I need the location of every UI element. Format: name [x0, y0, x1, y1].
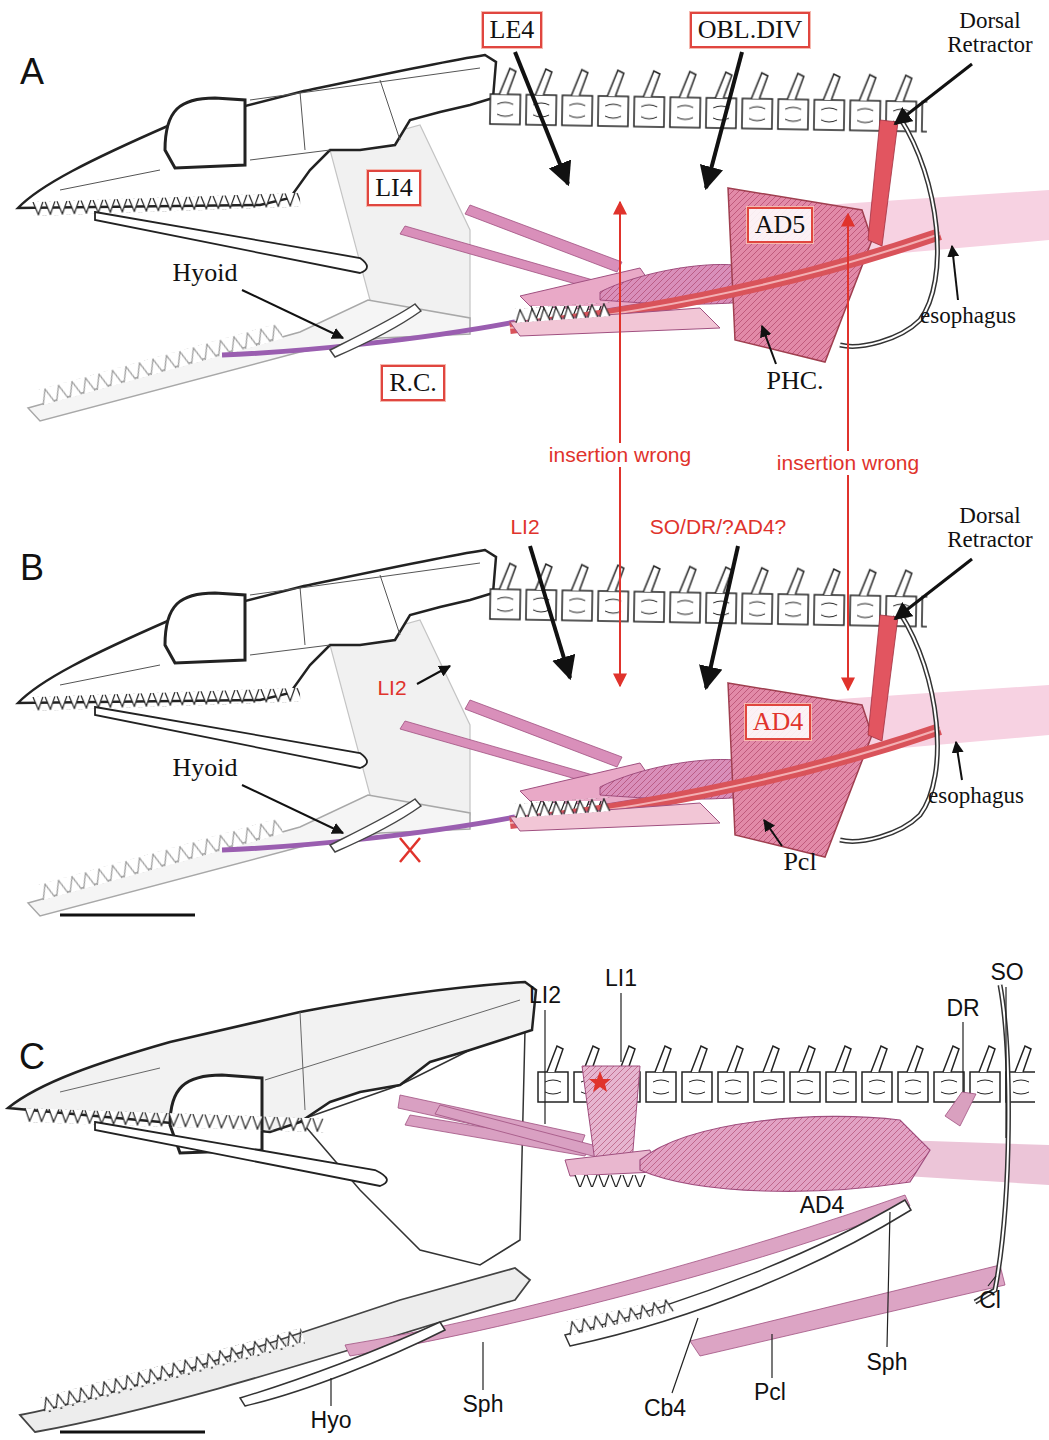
cleithrum [975, 985, 1008, 1302]
part-label: esophagus [928, 783, 1024, 809]
pharyngocleithralis-muscle [690, 1265, 1005, 1356]
part-label: esophagus [920, 303, 1016, 329]
part-label: AD4 [800, 1192, 845, 1218]
scale-bar [60, 914, 195, 917]
cleithrum-core [975, 985, 1008, 1302]
part-label: LI1 [605, 965, 637, 991]
skull-sutures [60, 1000, 520, 1110]
levator-internus-1 [582, 1066, 640, 1162]
leader-arrow [895, 559, 972, 619]
part-label: Hyoid [173, 258, 238, 288]
label-box: AD4 [745, 704, 812, 741]
part-label: A [20, 51, 44, 92]
leader-arrow [956, 742, 962, 780]
part-label: SO/DR/?AD4? [650, 515, 787, 539]
part-label: Hyoid [173, 753, 238, 783]
label-box: OBL.DIV [690, 12, 811, 49]
box-label: R.C. [389, 367, 437, 400]
leader-arrow [417, 666, 450, 684]
muscle-fibers [640, 1116, 930, 1191]
part-label: insertion wrong [546, 443, 694, 467]
label-box: R.C. [381, 365, 445, 402]
part-label: insertion wrong [774, 451, 922, 475]
part-label: Sph [463, 1391, 504, 1417]
leader-arrow [515, 52, 568, 184]
label-box: LI4 [367, 170, 421, 207]
adductor-4-muscle [640, 1116, 930, 1191]
maxilla-bar [95, 1122, 387, 1186]
dorsal-retractor-muscle [945, 1092, 976, 1126]
leader-arrow [706, 52, 742, 188]
box-label: LI4 [375, 172, 413, 205]
part-label: Hyo [311, 1407, 352, 1433]
leader-arrow [242, 785, 343, 833]
leader-arrow [895, 64, 972, 124]
leader-arrow [952, 246, 958, 300]
red-star [589, 1071, 611, 1092]
leader-arrow [706, 546, 738, 688]
part-label: Cb4 [644, 1395, 686, 1421]
part-label: LI2 [529, 982, 561, 1008]
part-label: Sph [867, 1349, 908, 1375]
label-box: AD5 [747, 207, 814, 244]
label-box: LE4 [482, 12, 543, 49]
part-label: PHC. [766, 366, 823, 396]
scale-bar [60, 1431, 205, 1434]
box-label: OBL.DIV [698, 14, 803, 47]
part-label: LI2 [377, 676, 406, 700]
leader-line [331, 987, 1006, 1406]
leader-arrow [762, 326, 776, 364]
lower-jaw [20, 1268, 530, 1432]
part-label: Dorsal Retractor [936, 504, 1044, 552]
box-label: LE4 [490, 14, 535, 47]
part-label: Pcl [783, 847, 816, 877]
box-label: AD5 [755, 209, 806, 242]
part-label: Dorsal Retractor [936, 9, 1044, 57]
ceratobranchial-4 [565, 1200, 911, 1346]
red-cross [400, 838, 420, 862]
part-label: SO [990, 959, 1023, 985]
hyoid-bone [240, 1322, 445, 1406]
pharyngeal-teeth [574, 1175, 646, 1187]
leader-arrow [242, 290, 343, 338]
panel-a-drawing [18, 55, 1049, 421]
leader-arrow [764, 820, 782, 846]
muscle-fibers [582, 1066, 640, 1162]
pharyngeal-teeth [566, 1298, 674, 1336]
part-label: B [20, 547, 44, 588]
panel-b-drawing [18, 550, 1049, 916]
part-label: Pcl [754, 1379, 786, 1405]
part-label: C [19, 1036, 45, 1077]
part-label: LI2 [510, 515, 539, 539]
leader-arrow [530, 546, 570, 678]
part-label: Cl [979, 1287, 1001, 1313]
part-label: DR [946, 995, 979, 1021]
box-label: AD4 [753, 706, 804, 739]
upper-teeth [24, 1108, 324, 1132]
